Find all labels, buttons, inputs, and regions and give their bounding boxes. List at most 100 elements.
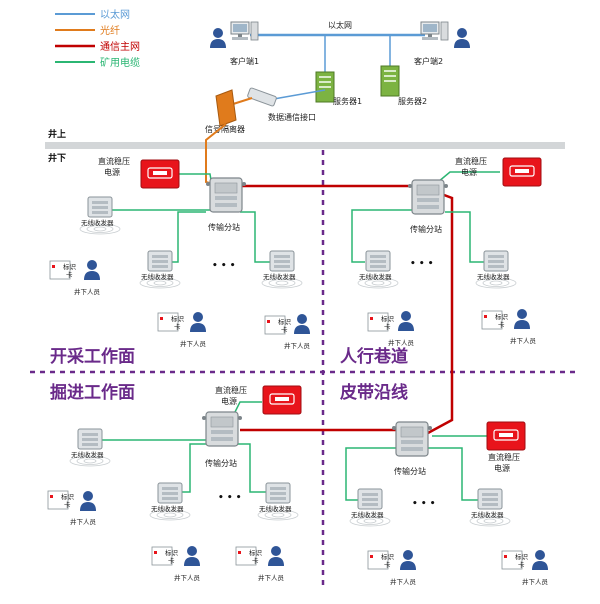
br-power-label-1: 直流稳压	[488, 452, 520, 462]
legend: 以太网 光纤 通信主网 矿用电缆	[55, 8, 140, 69]
tr-person-2-icon	[514, 309, 530, 329]
zone-bottom-right: 皮带沿线 直流稳压 电源 传输分站 无线收发器 无线收发器 • • • 标识 卡…	[340, 382, 549, 586]
br-power-supply-icon	[486, 421, 526, 451]
tr-transceiver-1-icon	[357, 250, 399, 289]
ground-level: 井上 井下	[45, 128, 565, 164]
ethernet-label: 以太网	[328, 20, 352, 30]
bl-power-label-1: 直流稳压	[215, 385, 247, 395]
tl-person-1-label: 井下人员	[74, 287, 101, 296]
tr-idcard-2-label-2: 卡	[498, 320, 505, 329]
tl-transceiver-2-icon	[139, 250, 181, 289]
bl-transceiver-1-icon	[69, 428, 111, 467]
bl-person-2-icon	[184, 546, 200, 566]
bl-idcard-1-label-2: 卡	[64, 500, 71, 509]
br-person-2-label: 井下人员	[522, 577, 549, 586]
server1-icon	[315, 71, 335, 103]
bl-cable-c	[236, 443, 268, 493]
tr-idcard-1-label-1: 标识	[381, 314, 395, 323]
bl-ellipsis: • • •	[218, 493, 242, 503]
legend-label-main-net: 通信主网	[100, 41, 140, 53]
tr-power-label-1: 直流稳压	[455, 156, 487, 166]
tr-person-1-icon	[398, 311, 414, 331]
bl-idcard-2-label-1: 标识	[165, 548, 179, 557]
bl-substation-label: 传输分站	[205, 458, 237, 468]
tr-person-1-label: 井下人员	[388, 338, 415, 347]
br-person-1-icon	[400, 550, 416, 570]
client1-user-icon	[210, 28, 226, 48]
isolator-label: 信号隔离器	[205, 124, 245, 134]
br-idcard-2-label-2: 卡	[518, 560, 525, 569]
bl-power-supply-icon	[262, 385, 302, 415]
interface-link	[267, 89, 326, 101]
tr-transceiver-1-label: 无线收发器	[359, 272, 392, 281]
zone-top-right: 直流稳压 电源 传输分站 无线收发器 无线收发器 • • • 标识 卡 井下人员…	[340, 156, 542, 367]
client1-label: 客户端1	[230, 56, 259, 66]
tr-cable-a	[351, 209, 412, 263]
tl-substation-icon	[205, 177, 247, 213]
tl-idcard-2-label-2: 卡	[174, 322, 181, 331]
br-ellipsis: • • •	[412, 499, 436, 509]
surface-network: 以太网 客户端1 客户端2 服务器1 服务器2 数据通信接口 信号隔离器	[205, 20, 470, 134]
tl-transceiver-3-label: 无线收发器	[263, 272, 296, 281]
tr-power-cable	[437, 171, 500, 183]
bl-person-2-label: 井下人员	[174, 573, 201, 582]
tl-person-3-label: 井下人员	[284, 341, 311, 350]
tr-transceiver-2-label: 无线收发器	[477, 272, 510, 281]
data-interface-label: 数据通信接口	[268, 112, 316, 122]
ground-bar	[45, 142, 565, 149]
client1-pc-icon	[230, 21, 259, 41]
bl-person-1-label: 井下人员	[70, 517, 97, 526]
tl-transceiver-3-icon	[261, 250, 303, 289]
tr-cable-b	[445, 211, 488, 263]
tr-person-2-label: 井下人员	[510, 336, 537, 345]
zone-label-mining-face: 开采工作面	[50, 346, 135, 367]
tl-idcard-1-label-2: 卡	[66, 270, 73, 279]
client2-user-icon	[454, 28, 470, 48]
client2-pc-icon	[420, 21, 449, 41]
br-transceiver-2-label: 无线收发器	[471, 510, 504, 519]
tr-substation-icon	[407, 179, 449, 215]
tl-transceiver-1-label: 无线收发器	[81, 218, 114, 227]
tl-cable-c	[240, 211, 270, 263]
tl-transceiver-2-label: 无线收发器	[141, 272, 174, 281]
tl-person-3-icon	[294, 314, 310, 334]
br-cable-b	[428, 447, 478, 501]
tl-ellipsis: • • •	[212, 261, 236, 271]
br-transceiver-1-icon	[349, 488, 391, 527]
tr-idcard-2-label-1: 标识	[495, 312, 509, 321]
br-person-2-icon	[532, 550, 548, 570]
bl-person-1-icon	[80, 491, 96, 511]
br-substation-label: 传输分站	[394, 466, 426, 476]
tl-person-2-label: 井下人员	[180, 339, 207, 348]
zone-bottom-left: 掘进工作面 直流稳压 电源 传输分站 无线收发器 无线收发器 无线收发器 • •…	[47, 382, 302, 582]
above-ground-label: 井上	[48, 128, 66, 140]
below-ground-label: 井下	[48, 152, 66, 164]
bl-transceiver-2-label: 无线收发器	[151, 504, 184, 513]
tr-idcard-1-label-2: 卡	[384, 322, 391, 331]
br-power-label-2: 电源	[494, 463, 510, 473]
bl-transceiver-1-label: 无线收发器	[71, 450, 104, 459]
tr-power-supply-icon	[502, 157, 542, 187]
tl-idcard-3-label-2: 卡	[281, 325, 288, 334]
signal-isolator-icon	[215, 89, 237, 127]
br-idcard-1-label-1: 标识	[381, 552, 395, 561]
tl-idcard-3-label-1: 标识	[278, 317, 292, 326]
bl-idcard-2-label-2: 卡	[168, 556, 175, 565]
tl-substation-label: 传输分站	[208, 222, 240, 232]
zone-label-walkway: 人行巷道	[340, 346, 408, 367]
bl-idcard-3-label-2: 卡	[252, 556, 259, 565]
bl-idcard-1-label-1: 标识	[61, 492, 75, 501]
legend-label-fiber: 光纤	[100, 24, 120, 37]
br-idcard-1-label-2: 卡	[384, 560, 391, 569]
legend-label-ethernet: 以太网	[100, 8, 130, 21]
tl-power-label-2: 电源	[104, 167, 120, 177]
br-transceiver-1-label: 无线收发器	[351, 510, 384, 519]
tl-person-2-icon	[190, 312, 206, 332]
bl-transceiver-2-icon	[149, 482, 191, 521]
zone-label-tunneling-face: 掘进工作面	[50, 382, 135, 403]
tr-ellipsis: • • •	[410, 259, 434, 269]
br-idcard-2-label-1: 标识	[515, 552, 529, 561]
server2-icon	[380, 65, 400, 97]
bl-person-3-label: 井下人员	[258, 573, 285, 582]
